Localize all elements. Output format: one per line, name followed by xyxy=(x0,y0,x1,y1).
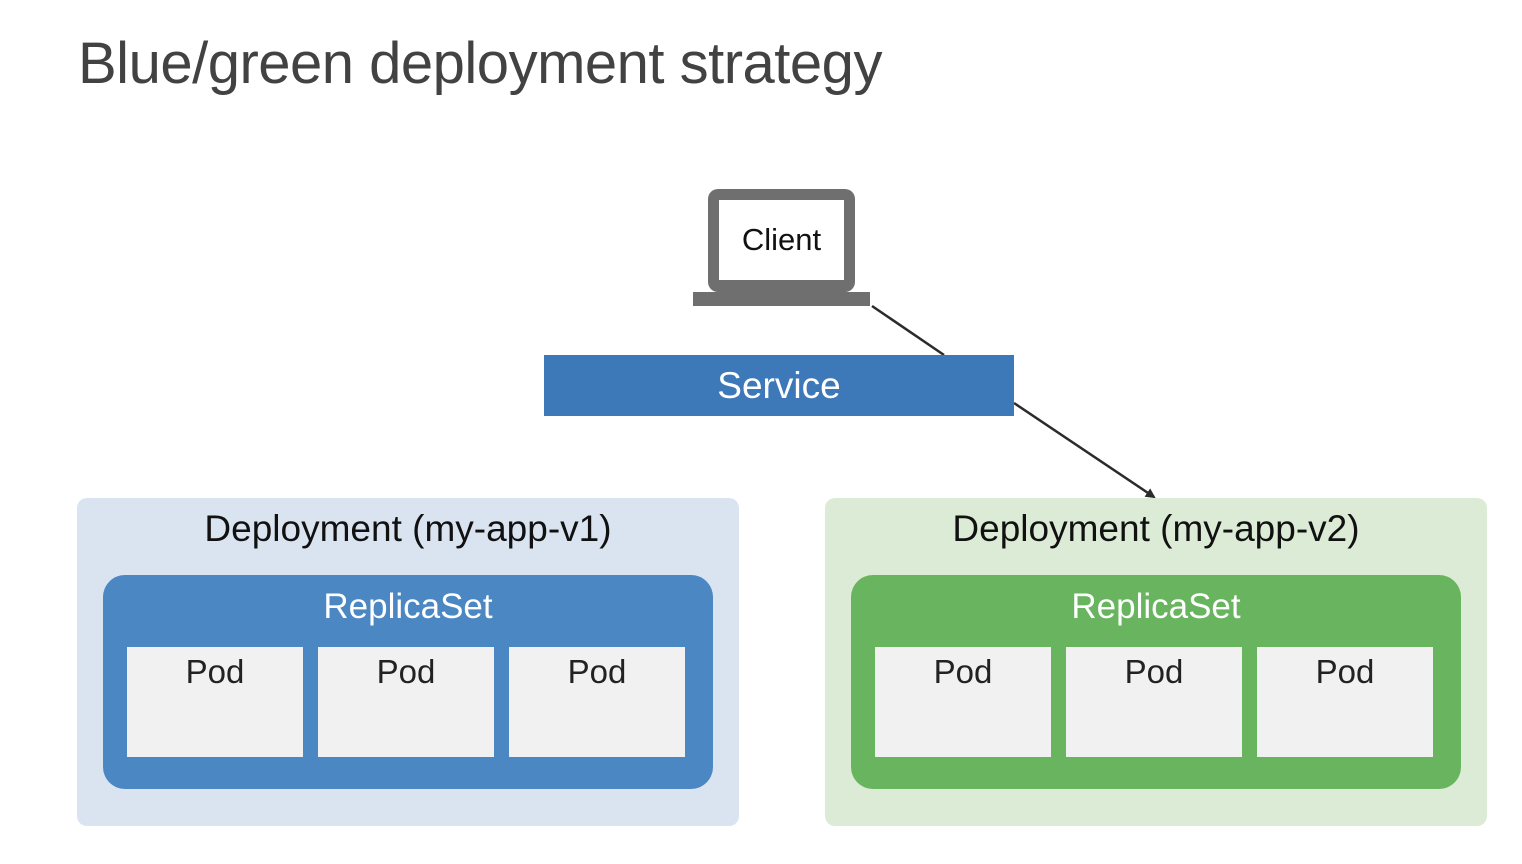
laptop-icon: Client xyxy=(708,189,855,292)
pod-label: Pod xyxy=(376,653,436,690)
service-box: Service xyxy=(544,355,1014,416)
deployment-label: Deployment (my-app-v2) xyxy=(952,508,1360,549)
replicaset-v2: ReplicaSet Pod Pod Pod xyxy=(851,575,1461,789)
pod-label: Pod xyxy=(1124,653,1184,690)
pod-box: Pod xyxy=(509,647,685,757)
pod-label: Pod xyxy=(933,653,993,690)
client-to-service-line xyxy=(871,304,945,357)
client-label: Client xyxy=(741,222,822,257)
pod-box: Pod xyxy=(318,647,494,757)
pod-box: Pod xyxy=(1066,647,1242,757)
deployment-v1: Deployment (my-app-v1) ReplicaSet Pod Po… xyxy=(77,498,739,826)
slide-title: Blue/green deployment strategy xyxy=(78,31,882,96)
replicaset-v1: ReplicaSet Pod Pod Pod xyxy=(103,575,713,789)
deployment-label: Deployment (my-app-v1) xyxy=(204,508,612,549)
service-to-v2-arrow xyxy=(1013,401,1156,499)
pod-label: Pod xyxy=(567,653,627,690)
laptop-base xyxy=(693,292,870,306)
pod-box: Pod xyxy=(127,647,303,757)
pod-label: Pod xyxy=(185,653,245,690)
replicaset-label: ReplicaSet xyxy=(1071,587,1241,626)
deployment-v2: Deployment (my-app-v2) ReplicaSet Pod Po… xyxy=(825,498,1487,826)
pod-box: Pod xyxy=(875,647,1051,757)
pod-box: Pod xyxy=(1257,647,1433,757)
pod-label: Pod xyxy=(1315,653,1375,690)
service-label: Service xyxy=(717,364,841,406)
replicaset-label: ReplicaSet xyxy=(323,587,493,626)
